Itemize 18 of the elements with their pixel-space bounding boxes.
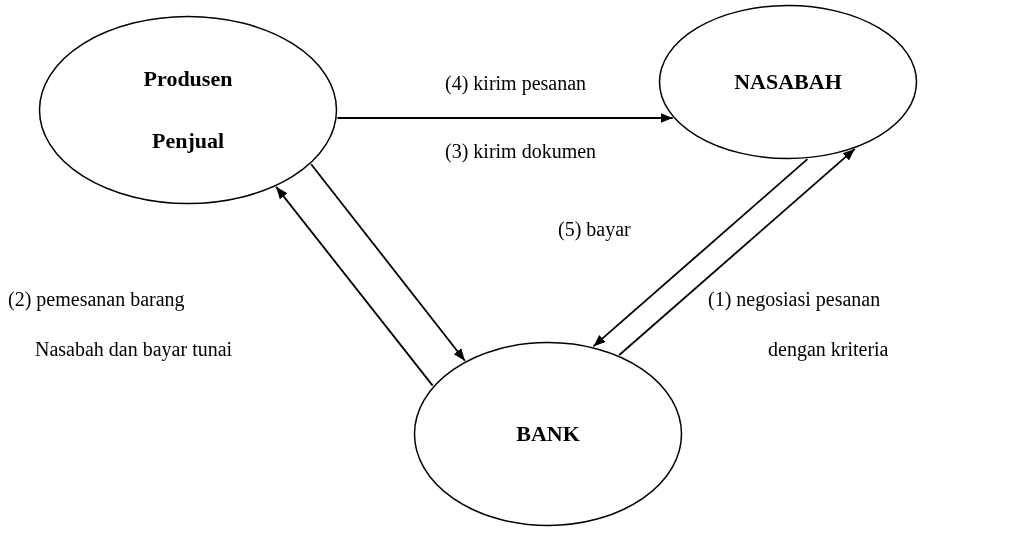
node-title: NASABAH bbox=[734, 69, 842, 95]
ellipse-node bbox=[658, 4, 918, 160]
arrow bbox=[275, 185, 434, 387]
node-title: Penjual bbox=[151, 128, 225, 154]
arrow bbox=[310, 163, 466, 362]
arrow bbox=[592, 158, 809, 348]
node-title: BANK bbox=[516, 421, 580, 447]
ellipse-node bbox=[38, 15, 338, 205]
arrow bbox=[336, 113, 674, 123]
annotation-text: (2) pemesanan barang bbox=[8, 288, 185, 311]
annotation-text: (1) negosiasi pesanan bbox=[708, 288, 881, 311]
node-title: Produsen bbox=[143, 66, 233, 92]
annotation-text: dengan kriteria bbox=[768, 338, 889, 361]
edge-label: (5) bayar bbox=[558, 218, 631, 241]
annotation-text: Nasabah dan bayar tunai bbox=[35, 338, 233, 361]
edge-label: (4) kirim pesanan bbox=[445, 72, 587, 95]
ellipse-node bbox=[413, 341, 683, 527]
annotation-text: (3) kirim dokumen bbox=[445, 140, 597, 163]
